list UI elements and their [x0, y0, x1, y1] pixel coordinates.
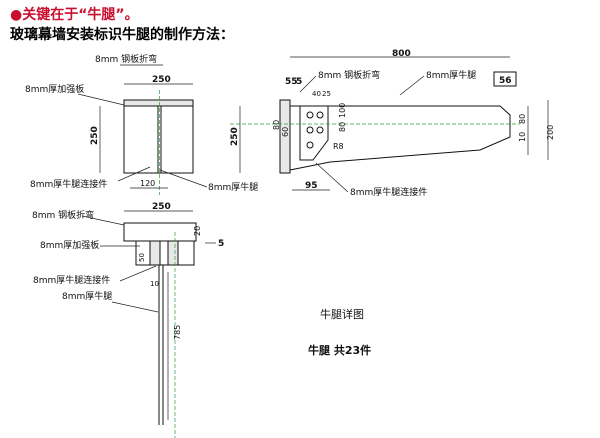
- dim-front-base: 120: [140, 179, 155, 188]
- side-view: 800 55 5 8mm 钢板折弯 8mm厚牛腿 56 40 25 250 80…: [230, 49, 555, 198]
- detail-title: 牛腿详图: [320, 307, 364, 321]
- dim-front-width: 250: [152, 75, 171, 85]
- dim-side-r8: R8: [333, 142, 344, 151]
- label-reinforce-plate-bottom: 8mm厚加强板: [40, 239, 99, 251]
- dim-side-55: 55: [285, 77, 298, 87]
- leader-line: [119, 265, 157, 282]
- dim-side-25: 25: [322, 90, 331, 98]
- leader-line: [299, 75, 317, 93]
- dim-side-56: 56: [499, 76, 512, 86]
- label-reinforce-plate-top: 8mm厚加强板: [25, 83, 84, 95]
- dim-plan-50: 50: [138, 253, 146, 262]
- bolt-hole: [306, 141, 314, 149]
- leader-line: [315, 162, 349, 193]
- leader-line: [117, 166, 151, 182]
- label-plate-bend-bottom: 8mm 钢板折弯: [32, 209, 94, 221]
- label-bracket-left: 8mm厚牛腿: [208, 181, 258, 193]
- header-title: ●关键在于“牛腿”。: [10, 4, 139, 24]
- front-view: 8mm 钢板折弯 8mm厚加强板 250 250 8mm厚牛腿连接件 120 8…: [25, 53, 258, 195]
- label-connector-left: 8mm厚牛腿连接件: [30, 178, 107, 190]
- plan-bolt-block: [149, 240, 161, 266]
- leader-line: [159, 169, 208, 188]
- plan-top-plate: [123, 222, 197, 242]
- connector-outline: [299, 105, 329, 161]
- label-connector-right: 8mm厚牛腿连接件: [350, 186, 427, 198]
- plan-reinforce-plate: [135, 240, 195, 266]
- dim-plan-20: 20: [193, 226, 202, 236]
- leader-line: [111, 301, 159, 313]
- side-wall-plate: [279, 99, 291, 174]
- leader-line: [399, 75, 425, 96]
- dim-side-60: 60: [281, 127, 290, 137]
- leader-line: [77, 93, 125, 106]
- end-tab: [493, 71, 517, 87]
- label-plate-bend-top: 8mm 钢板折弯: [95, 53, 157, 65]
- dim-side-40: 40: [312, 90, 321, 98]
- top-bent-plate: [123, 99, 194, 107]
- dim-plan-250: 250: [152, 202, 171, 212]
- dim-side-5: 5: [296, 77, 302, 87]
- dim-side-100: 100: [338, 103, 347, 118]
- header-bullet: ●: [10, 7, 23, 23]
- dim-side-250: 250: [230, 127, 240, 146]
- dim-plan-5: 5: [218, 239, 224, 249]
- bracket-outline: [289, 105, 511, 171]
- header-line-1: 关键在于“牛腿”。: [22, 7, 139, 23]
- dim-front-height: 250: [90, 126, 100, 145]
- dim-side-80b: 80: [338, 122, 347, 132]
- label-bracket-bottom: 8mm厚牛腿: [62, 290, 112, 302]
- bolt-hole: [316, 111, 324, 119]
- plan-view: 8mm 钢板折弯 250 20 5 8mm厚加强板 50 8mm厚牛腿连接件 1…: [32, 202, 224, 438]
- label-connector-bottom: 8mm厚牛腿连接件: [33, 274, 110, 286]
- dim-plan-785: 785: [173, 325, 182, 340]
- leader-line: [81, 215, 125, 226]
- dim-plan-10: 10: [150, 280, 159, 288]
- dim-side-800: 800: [392, 49, 411, 59]
- dim-side-80c: 80: [518, 114, 527, 124]
- dim-side-200: 200: [546, 125, 555, 140]
- count-note: 牛腿 共23件: [308, 343, 371, 357]
- label-plate-bend-right: 8mm 钢板折弯: [318, 69, 380, 81]
- bolt-hole: [306, 126, 314, 134]
- dim-side-95: 95: [305, 181, 318, 191]
- dim-side-10: 10: [518, 132, 527, 142]
- header-subtitle: 玻璃幕墙安装标识牛腿的制作方法：: [10, 27, 234, 43]
- plan-bolt-block: [167, 240, 179, 266]
- bolt-hole: [316, 126, 324, 134]
- bolt-hole: [306, 111, 314, 119]
- label-bracket-right: 8mm厚牛腿: [426, 69, 476, 81]
- dim-side-80a: 80: [272, 120, 281, 130]
